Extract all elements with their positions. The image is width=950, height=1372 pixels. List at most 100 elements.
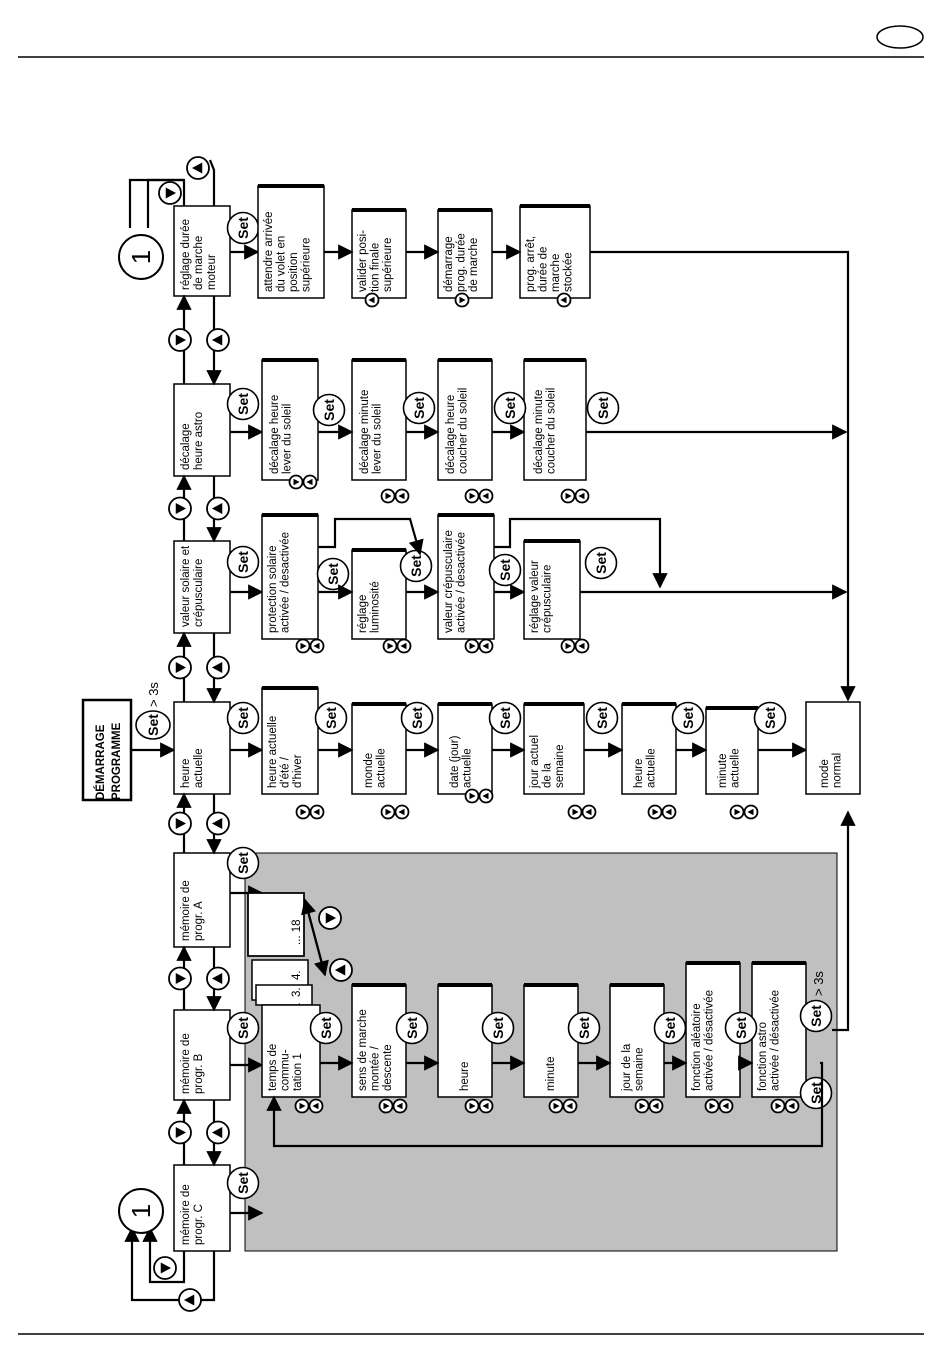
step-next-button[interactable]: [464, 1098, 480, 1114]
exit-set-button[interactable]: Set: [799, 999, 833, 1033]
set-button-icon: [671, 701, 705, 735]
step-next-button[interactable]: [464, 638, 480, 654]
step-next-button[interactable]: [378, 1098, 394, 1114]
memoire-a-set-button[interactable]: Set: [226, 846, 260, 880]
solar-set-button[interactable]: Set: [226, 545, 260, 579]
memoire-b-set-button[interactable]: Set: [226, 1011, 260, 1045]
start-set-button[interactable]: Set: [135, 710, 171, 740]
solar-step-set-button[interactable]: Set: [316, 557, 350, 591]
menu-prev-button[interactable]: [206, 811, 230, 836]
program-step-set-button[interactable]: Set: [567, 1011, 601, 1045]
step-prev-button[interactable]: [478, 638, 494, 654]
step-prev-button[interactable]: [743, 804, 759, 820]
step-prev-button[interactable]: [478, 488, 494, 504]
menu-next-button[interactable]: [168, 496, 192, 521]
memoire-c-set-button[interactable]: Set: [226, 1166, 260, 1200]
program-step-set-button[interactable]: Set: [653, 1011, 687, 1045]
step-next-button[interactable]: [295, 638, 311, 654]
step-next-button[interactable]: [548, 1098, 564, 1114]
step-prev-button[interactable]: [309, 638, 325, 654]
step-next-button[interactable]: [464, 788, 480, 804]
menu-prev-button[interactable]: [178, 1288, 202, 1312]
astro-step-set-button[interactable]: Set: [312, 393, 346, 427]
step-prev-button[interactable]: [648, 1098, 664, 1114]
menu-prev-button[interactable]: [186, 156, 210, 180]
menu-next-button[interactable]: [153, 1256, 177, 1280]
time-step-set-button[interactable]: Set: [753, 701, 787, 735]
step-next-button[interactable]: [464, 488, 480, 504]
menu-next-button[interactable]: [158, 181, 182, 205]
astro-set-button[interactable]: Set: [226, 387, 260, 421]
step-prev-button[interactable]: [574, 488, 590, 504]
astro-step-set-button[interactable]: Set: [586, 391, 620, 425]
menu-next-button[interactable]: [168, 655, 192, 680]
step-prev-button[interactable]: [581, 804, 597, 820]
program-step-set-button[interactable]: Set: [309, 1011, 343, 1045]
astro-step-set-button[interactable]: Set: [493, 391, 527, 425]
entry-next-button[interactable]: [318, 906, 342, 930]
entry-prev-button[interactable]: [329, 958, 353, 982]
step-prev-button[interactable]: [392, 1098, 408, 1114]
step-next-button[interactable]: [294, 1098, 310, 1114]
step-valider-position-line-3: supérieure: [382, 238, 394, 292]
time-step-set-button[interactable]: Set: [585, 701, 619, 735]
program-step-set-button[interactable]: Set: [724, 1011, 758, 1045]
motor-set-button[interactable]: Set: [226, 211, 260, 245]
step-next-button[interactable]: [647, 804, 663, 820]
motor-prev-button[interactable]: [364, 292, 380, 308]
menu-next-button[interactable]: [168, 328, 192, 352]
time-step-set-button[interactable]: Set: [400, 701, 434, 735]
step-prev-button[interactable]: [784, 1098, 800, 1114]
set-button-icon: [799, 999, 833, 1033]
step-prev-button[interactable]: [396, 638, 412, 654]
step-next-button[interactable]: [704, 1098, 720, 1114]
step-next-button[interactable]: [560, 488, 576, 504]
set-button-icon: [493, 391, 527, 425]
program-step-set-button[interactable]: Set: [395, 1011, 429, 1045]
menu-prev-button[interactable]: [206, 1120, 230, 1145]
step-prev-button[interactable]: [718, 1098, 734, 1114]
menu-heure-actuelle-line-2: actuelle: [193, 748, 205, 788]
step-next-button[interactable]: [380, 488, 396, 504]
solar-step-set-button[interactable]: Set: [488, 553, 522, 587]
step-prev-button[interactable]: [478, 788, 494, 804]
step-next-button[interactable]: [770, 1098, 786, 1114]
astro-step-set-button[interactable]: Set: [402, 391, 436, 425]
solar-step-set-button[interactable]: Set: [584, 546, 618, 580]
time-set-button[interactable]: Set: [226, 701, 260, 735]
menu-next-button[interactable]: [168, 966, 192, 991]
menu-next-button[interactable]: [168, 1120, 192, 1145]
step-next-button[interactable]: [567, 804, 583, 820]
step-next-button[interactable]: [295, 804, 311, 820]
step-next-button[interactable]: [380, 804, 396, 820]
loop-set-button[interactable]: Set: [799, 1076, 833, 1110]
step-prev-button[interactable]: [574, 638, 590, 654]
step-prev-button[interactable]: [562, 1098, 578, 1114]
step-next-button[interactable]: [382, 638, 398, 654]
step-next-button[interactable]: [729, 804, 745, 820]
step-prev-button[interactable]: [661, 804, 677, 820]
time-step-set-button[interactable]: Set: [314, 701, 348, 735]
menu-prev-button[interactable]: [206, 496, 230, 521]
menu-next-button[interactable]: [168, 811, 192, 836]
time-step-set-button[interactable]: Set: [671, 701, 705, 735]
step-next-button[interactable]: [288, 474, 304, 490]
time-step-set-button[interactable]: Set: [488, 701, 522, 735]
program-step-set-button[interactable]: Set: [481, 1011, 515, 1045]
motor-prev-button[interactable]: [556, 292, 572, 308]
menu-prev-button[interactable]: [206, 966, 230, 991]
step-next-button[interactable]: [634, 1098, 650, 1114]
step-next-button[interactable]: [560, 638, 576, 654]
step-prev-button[interactable]: [394, 488, 410, 504]
menu-prev-button[interactable]: [206, 328, 230, 352]
step-prev-button[interactable]: [309, 804, 325, 820]
step-prev-button[interactable]: [478, 1098, 494, 1114]
step-prev-button[interactable]: [394, 804, 410, 820]
solar-step-set-button[interactable]: Set: [399, 549, 433, 583]
menu-prev-button[interactable]: [206, 655, 230, 680]
triangle-right-icon: [175, 1127, 187, 1138]
step-prev-button[interactable]: [302, 474, 318, 490]
motor-next-button[interactable]: [454, 292, 470, 308]
step-prev-button[interactable]: [308, 1098, 324, 1114]
